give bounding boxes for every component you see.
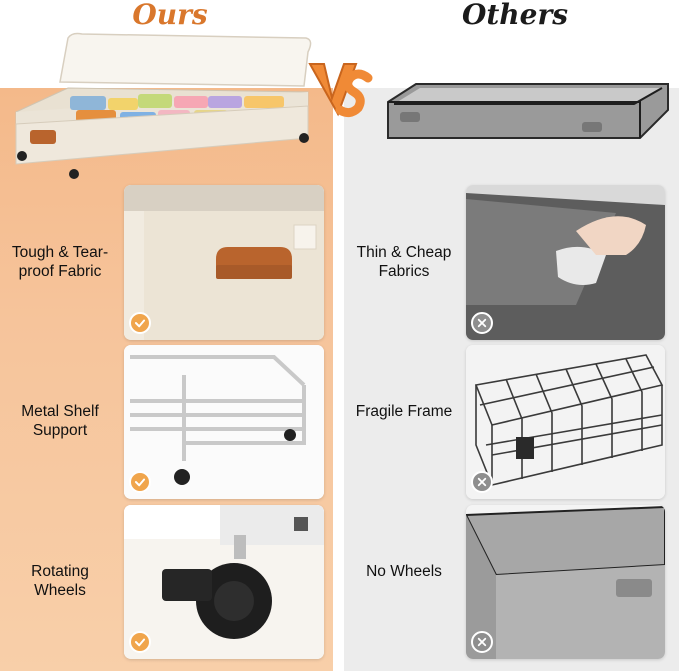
others-product-image	[387, 83, 669, 139]
ours-fabric-tile	[124, 185, 324, 340]
cross-icon	[471, 312, 493, 334]
thin-fabric-photo	[466, 185, 665, 340]
cross-icon	[471, 471, 493, 493]
check-icon	[129, 312, 151, 334]
versus-icon	[308, 63, 373, 118]
fabric-photo	[124, 185, 324, 340]
cross-icon	[471, 631, 493, 653]
ours-wheel-tile	[124, 505, 324, 659]
others-feature-label-2: Fragile Frame	[355, 403, 453, 420]
ours-frame-tile	[124, 345, 324, 499]
ours-feature-label-3: Rotating Wheels	[31, 563, 89, 599]
ours-heading: Ours	[132, 0, 208, 31]
others-feature-label-3: No Wheels	[366, 563, 442, 580]
no-wheels-photo	[466, 505, 665, 659]
others-feature-label-1: Thin & Cheap Fabrics	[356, 244, 452, 280]
frame-photo	[124, 345, 324, 499]
wire-frame-photo	[466, 345, 665, 499]
check-icon	[129, 631, 151, 653]
check-icon	[129, 471, 151, 493]
ours-feature-label-1: Tough & Tear- proof Fabric	[11, 244, 109, 280]
ours-product-image	[15, 32, 312, 179]
others-nowheels-tile	[466, 505, 665, 659]
wheel-photo	[124, 505, 324, 659]
others-heading: Others	[461, 0, 568, 31]
others-frame-tile	[466, 345, 665, 499]
others-fabric-tile	[466, 185, 665, 340]
ours-feature-label-2: Metal Shelf Support	[21, 403, 99, 439]
